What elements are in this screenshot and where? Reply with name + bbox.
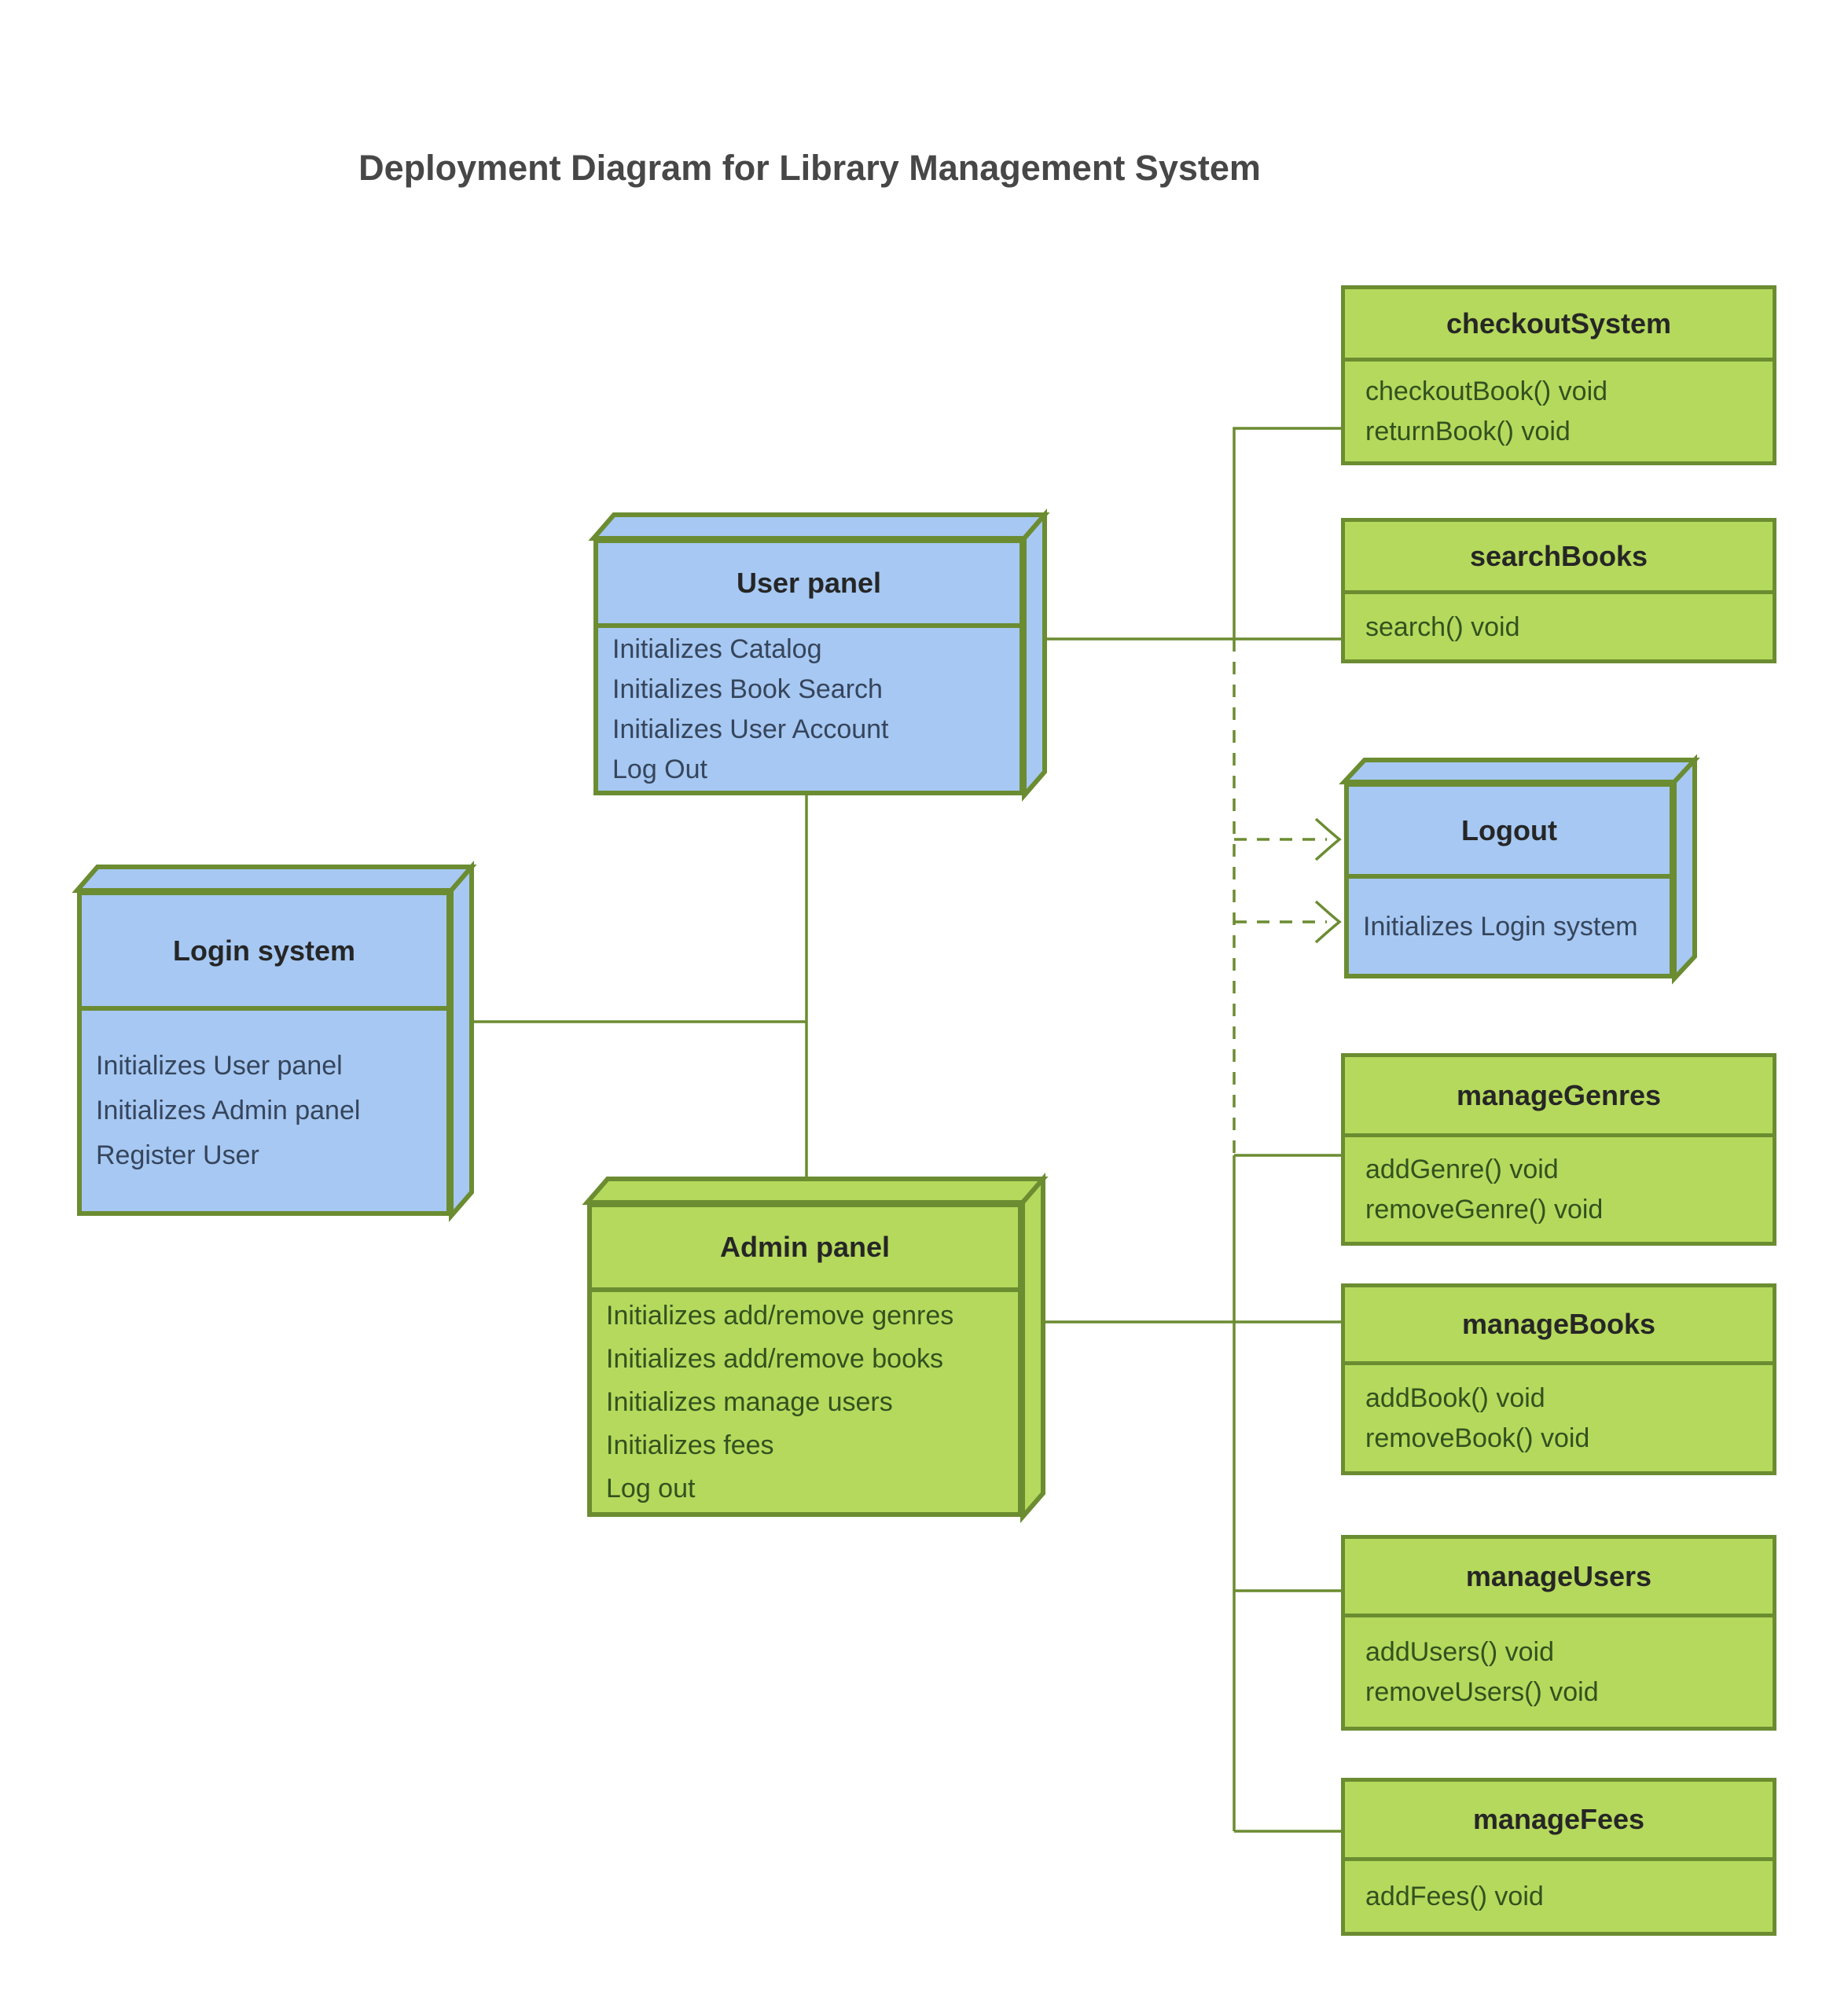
node-user-panel-body: Initializes Catalog Initializes Book Sea… xyxy=(598,628,1020,791)
node-line: Initializes fees xyxy=(606,1430,774,1460)
node-admin-panel-title: Admin panel xyxy=(592,1207,1018,1292)
component-manage-books: manageBooks addBook() void removeBook() … xyxy=(1341,1283,1776,1475)
component-line: search() void xyxy=(1365,611,1520,642)
prism-logout xyxy=(1339,754,1700,985)
node-line: Initializes Admin panel xyxy=(96,1096,361,1125)
node-line: Initializes Catalog xyxy=(612,633,822,664)
prism-user-panel xyxy=(588,508,1050,802)
component-line: addBook() void xyxy=(1365,1382,1545,1413)
component-manage-genres-body: addGenre() void removeGenre() void xyxy=(1345,1137,1773,1242)
node-line: Initializes manage users xyxy=(606,1386,893,1417)
component-manage-fees: manageFees addFees() void xyxy=(1341,1778,1776,1936)
open-arrowhead-icon xyxy=(1314,900,1342,944)
component-checkout-system-body: checkoutBook() void returnBook() void xyxy=(1345,362,1773,461)
open-arrowhead-icon xyxy=(1314,817,1342,861)
component-manage-genres-title: manageGenres xyxy=(1345,1057,1773,1137)
node-user-panel: User panel Initializes Catalog Initializ… xyxy=(593,538,1024,795)
node-user-panel-title: User panel xyxy=(598,543,1020,628)
node-login-system: Login system Initializes User panel Init… xyxy=(77,890,451,1216)
component-manage-fees-title: manageFees xyxy=(1345,1782,1773,1861)
component-line: returnBook() void xyxy=(1365,416,1571,446)
diagram-title: Deployment Diagram for Library Managemen… xyxy=(358,148,1261,188)
component-search-books-body: search() void xyxy=(1345,594,1773,659)
node-line: Initializes User Account xyxy=(612,714,889,744)
node-line: Initializes Book Search xyxy=(612,674,883,704)
component-search-books: searchBooks search() void xyxy=(1341,518,1776,663)
component-line: addUsers() void xyxy=(1365,1636,1554,1667)
component-manage-fees-body: addFees() void xyxy=(1345,1861,1773,1932)
node-login-system-title: Login system xyxy=(82,895,446,1011)
node-login-system-body: Initializes User panel Initializes Admin… xyxy=(82,1011,446,1211)
component-checkout-system-title: checkoutSystem xyxy=(1345,289,1773,362)
component-manage-books-body: addBook() void removeBook() void xyxy=(1345,1365,1773,1471)
component-manage-users-title: manageUsers xyxy=(1345,1539,1773,1617)
component-line: removeUsers() void xyxy=(1365,1676,1599,1707)
component-line: addFees() void xyxy=(1365,1882,1544,1911)
component-checkout-system: checkoutSystem checkoutBook() void retur… xyxy=(1341,285,1776,465)
connector-branch-checkoutsystem xyxy=(1233,427,1341,639)
component-line: checkoutBook() void xyxy=(1365,376,1608,406)
node-logout-title: Logout xyxy=(1349,787,1670,879)
component-manage-genres: manageGenres addGenre() void removeGenre… xyxy=(1341,1053,1776,1246)
component-manage-books-title: manageBooks xyxy=(1345,1287,1773,1365)
node-logout: Logout Initializes Login system xyxy=(1344,782,1674,978)
node-line: Log Out xyxy=(612,754,707,784)
node-admin-panel: Admin panel Initializes add/remove genre… xyxy=(587,1202,1023,1517)
node-line: Initializes add/remove books xyxy=(606,1343,944,1374)
node-line: Initializes add/remove genres xyxy=(606,1300,954,1331)
node-logout-body: Initializes Login system xyxy=(1349,879,1670,974)
component-manage-users: manageUsers addUsers() void removeUsers(… xyxy=(1341,1535,1776,1731)
component-manage-users-body: addUsers() void removeUsers() void xyxy=(1345,1617,1773,1727)
node-line: Initializes Login system xyxy=(1363,911,1638,942)
component-line: addGenre() void xyxy=(1365,1154,1559,1184)
component-line: removeGenre() void xyxy=(1365,1194,1604,1224)
node-line: Register User xyxy=(96,1140,259,1170)
component-line: removeBook() void xyxy=(1365,1423,1590,1453)
node-admin-panel-body: Initializes add/remove genres Initialize… xyxy=(592,1292,1018,1512)
node-line: Log out xyxy=(606,1473,696,1503)
component-search-books-title: searchBooks xyxy=(1345,522,1773,594)
node-line: Initializes User panel xyxy=(96,1051,343,1081)
